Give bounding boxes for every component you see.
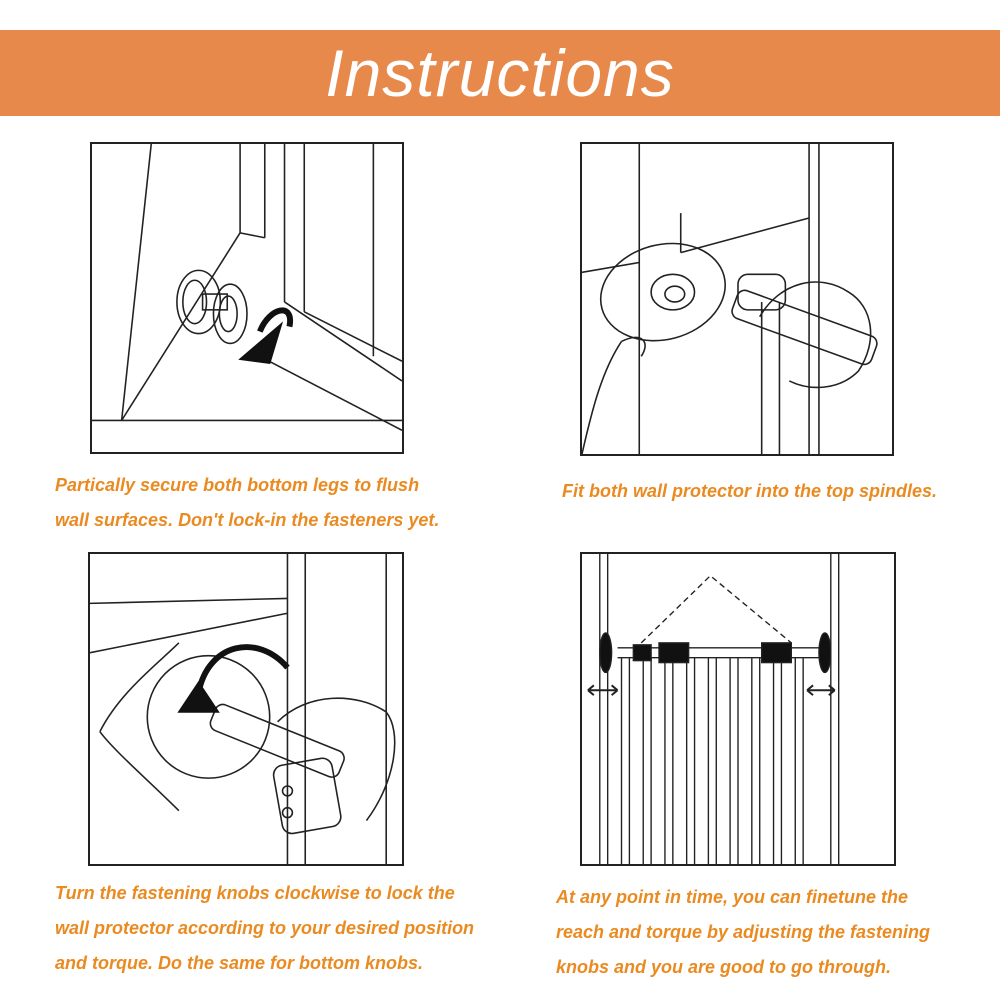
caption-line: Turn the fastening knobs clockwise to lo…	[55, 883, 455, 903]
step-1-illustration	[90, 142, 404, 454]
step-2-illustration	[580, 142, 894, 456]
header-banner: Instructions	[0, 30, 1000, 116]
caption-line: wall surfaces. Don't lock-in the fastene…	[55, 510, 440, 530]
caption-line: At any point in time, you can finetune t…	[556, 887, 909, 907]
wall-protector-spindle-illustration	[582, 144, 878, 454]
caption-line: Fit both wall protector into the top spi…	[562, 481, 937, 501]
caption-line: wall protector according to your desired…	[55, 918, 475, 938]
step-3-illustration	[88, 552, 404, 866]
caption-line: and torque. Do the same for bottom knobs…	[55, 953, 424, 973]
bottom-leg-knob-illustration	[92, 144, 402, 431]
caption-line: reach and torque by adjusting the fasten…	[556, 922, 931, 942]
step-2-caption: Fit both wall protector into the top spi…	[562, 474, 937, 509]
gate-adjustment-illustration	[587, 554, 840, 864]
step-4-illustration	[580, 552, 896, 866]
step-1-caption: Partically secure both bottom legs to fl…	[55, 468, 439, 538]
caption-line: knobs and you are good to go through.	[556, 957, 891, 977]
turn-knob-clockwise-illustration	[90, 554, 396, 864]
step-4-caption: At any point in time, you can finetune t…	[556, 880, 930, 985]
page-title: Instructions	[325, 36, 675, 110]
caption-line: Partically secure both bottom legs to fl…	[55, 475, 420, 495]
step-3-caption: Turn the fastening knobs clockwise to lo…	[55, 876, 474, 981]
